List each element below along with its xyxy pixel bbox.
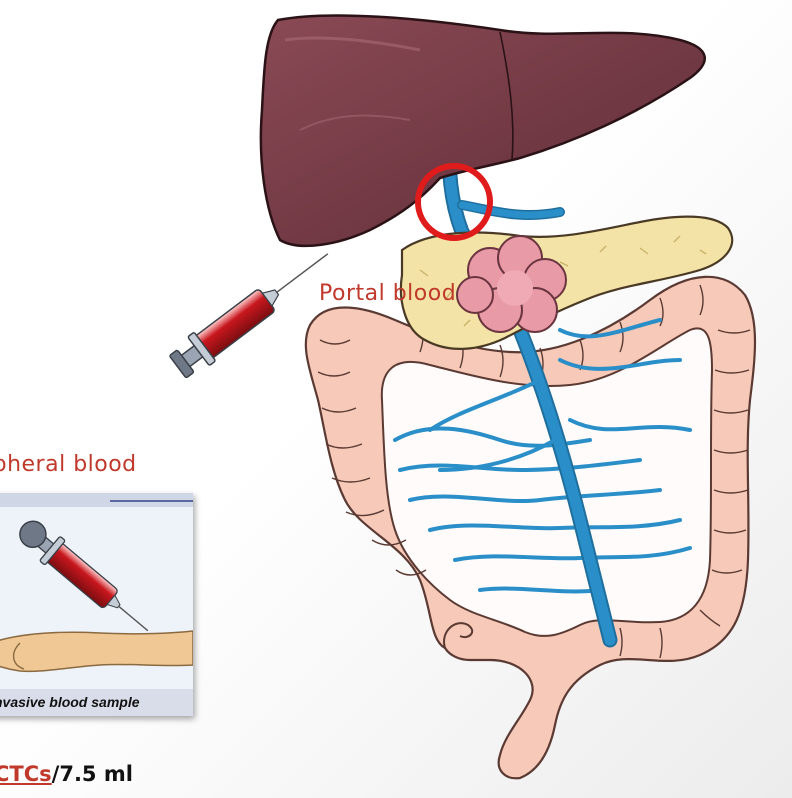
portal-blood-label: Portal blood: [319, 281, 456, 306]
arm-icon: [0, 631, 193, 671]
inset-caption: nvasive blood sample: [0, 689, 193, 716]
ctc-concentration-label: CTCs/7.5 ml: [0, 762, 133, 786]
blood-sample-inset: nvasive blood sample: [0, 493, 193, 716]
ctc-unit-link[interactable]: CTCs: [0, 762, 52, 786]
ctc-volume-text: /7.5 ml: [52, 762, 133, 786]
inset-illustration: [0, 493, 193, 689]
peripheral-blood-label: ipheral blood: [0, 452, 137, 477]
